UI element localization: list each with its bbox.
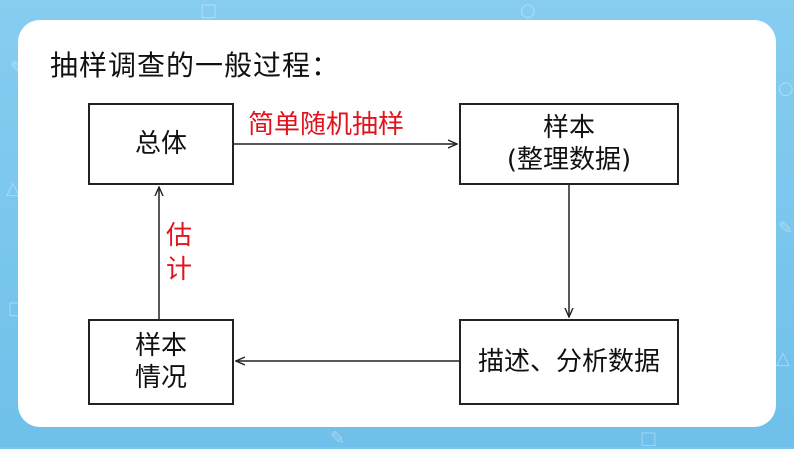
box-population: 总体 <box>88 103 234 185</box>
label-simple-random-sampling: 简单随机抽样 <box>248 110 405 140</box>
box-sample: 样本 (整理数据) <box>459 103 679 185</box>
page-title: 抽样调查的一般过程： <box>50 49 341 82</box>
decor-icon: □ <box>640 428 658 449</box>
box-sample-line2: (整理数据) <box>506 145 632 175</box>
box-sample-line1: 样本 <box>542 112 595 143</box>
box-sample-situation: 样本 情况 <box>88 319 234 405</box>
decor-icon: □ <box>200 0 218 21</box>
decor-icon: ✎ <box>330 428 346 449</box>
label-estimate-char1: 估 <box>166 221 193 251</box>
box-situation-line2: 情况 <box>134 363 187 393</box>
decor-icon: ○ <box>778 78 794 99</box>
box-describe-label: 描述、分析数据 <box>477 346 660 377</box>
label-estimate: 估 计 <box>166 220 192 288</box>
decor-icon: ✎ <box>778 218 794 239</box>
decor-icon: ○ <box>520 0 536 21</box>
decor-icon: △ <box>6 178 20 199</box>
box-situation-line1: 样本 <box>134 330 187 361</box>
decor-icon: △ <box>776 348 790 369</box>
label-estimate-char2: 计 <box>166 254 193 285</box>
box-population-label: 总体 <box>134 128 187 159</box>
box-describe-analyze: 描述、分析数据 <box>459 319 679 405</box>
